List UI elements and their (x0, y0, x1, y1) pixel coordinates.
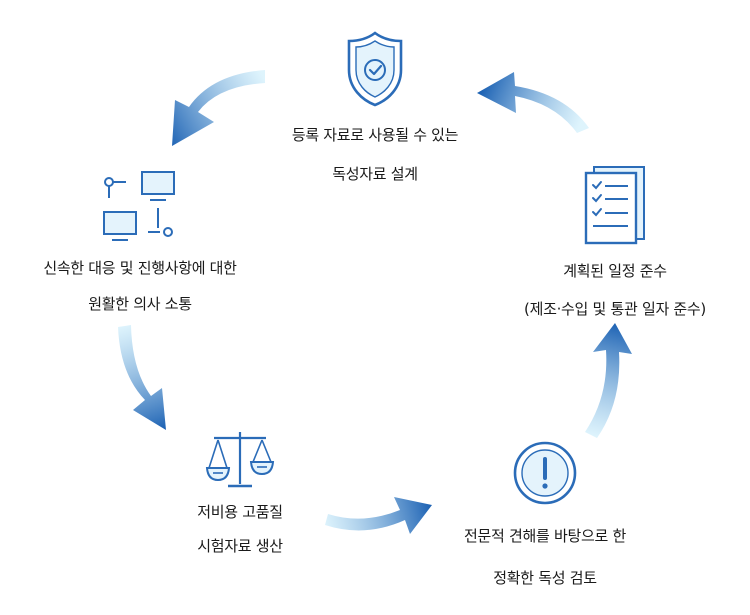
stage-toxicity-design: 등록 자료로 사용될 수 있는 독성자료 설계 (245, 30, 505, 186)
stage-label-line1: 저비용 고품질 (197, 503, 283, 521)
stage-label-line2: 시험자료 생산 (197, 537, 283, 555)
stage-schedule: 계획된 일정 준수 (제조·수입 및 통관 일자 준수) (490, 165, 740, 321)
arrow-top-right (477, 72, 589, 133)
shield-check-icon (347, 31, 403, 107)
arrow-top-left (172, 70, 265, 146)
arrow-left (118, 325, 166, 430)
stage-label-line2: (제조·수입 및 통관 일자 준수) (524, 300, 706, 318)
stage-low-cost-data: 저비용 고품질 시험자료 생산 (155, 430, 325, 558)
exclamation-circle-icon (513, 441, 577, 505)
arrow-bottom (325, 497, 432, 534)
stage-expert-review: 전문적 견해를 바탕으로 한 정확한 독성 검토 (420, 440, 670, 590)
stage-label-line1: 계획된 일정 준수 (563, 262, 667, 280)
stage-label-line2: 독성자료 설계 (332, 165, 418, 183)
stage-communication: 신속한 대응 및 진행사항에 대한 원활한 의사 소통 (5, 170, 275, 316)
balance-scale-icon (205, 432, 275, 488)
stage-label-line1: 신속한 대응 및 진행사항에 대한 (43, 259, 237, 277)
stage-label-line2: 정확한 독성 검토 (493, 569, 597, 587)
arrow-right (585, 323, 632, 438)
network-monitors-icon (103, 171, 175, 241)
stage-label-line1: 등록 자료로 사용될 수 있는 (291, 126, 459, 144)
stage-label-line1: 전문적 견해를 바탕으로 한 (464, 527, 626, 545)
stage-label-line2: 원활한 의사 소통 (88, 295, 192, 313)
checklist-document-icon (584, 166, 645, 245)
